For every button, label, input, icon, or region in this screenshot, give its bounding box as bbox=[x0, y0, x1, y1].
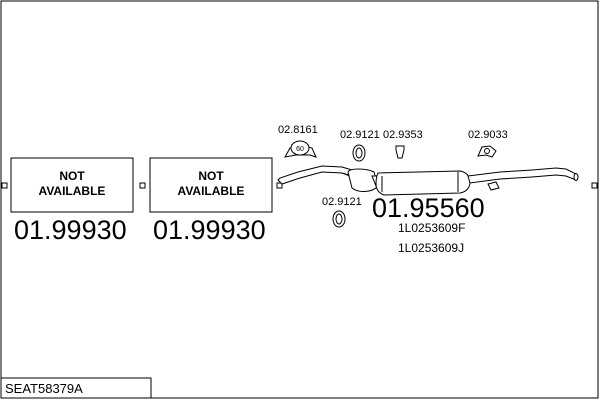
mount-02-9353: 02.9353 bbox=[383, 129, 423, 159]
footer-code: SEAT58379A bbox=[5, 381, 83, 396]
clamp-02-9121-top: 02.9121 bbox=[340, 129, 380, 162]
clamp-02-9121-bottom: 02.9121 bbox=[322, 196, 362, 228]
clamp-top-label: 02.9121 bbox=[340, 129, 380, 141]
box-left-line1: NOT bbox=[59, 169, 85, 183]
box-left-line2: AVAILABLE bbox=[39, 184, 106, 198]
hanger-label: 02.8161 bbox=[278, 124, 318, 136]
clamp-bottom-label: 02.9121 bbox=[322, 196, 362, 208]
hanger-02-9033: 02.9033 bbox=[468, 129, 508, 158]
footer-code-box bbox=[0, 377, 152, 399]
hanger-badge-icon bbox=[290, 140, 310, 156]
rear-hanger-label: 02.9033 bbox=[468, 129, 508, 141]
oem-number-2: 1L0253609J bbox=[398, 241, 464, 255]
exhaust-muffler-assembly bbox=[277, 165, 579, 196]
box-left-not-available: NOT AVAILABLE bbox=[10, 157, 134, 213]
hanger-02-8161: 02.8161 60 bbox=[278, 124, 318, 158]
left-edge-connector-icon bbox=[1, 182, 8, 189]
right-edge-connector-icon bbox=[591, 182, 598, 189]
mid-right-connector-icon bbox=[276, 182, 283, 189]
box-mid-line2: AVAILABLE bbox=[178, 184, 245, 198]
oem-number-1: 1L0253609F bbox=[398, 221, 465, 235]
mount-label: 02.9353 bbox=[383, 129, 423, 141]
box-left-part-number: 01.99930 bbox=[14, 215, 127, 245]
hanger-badge: 60 bbox=[296, 146, 304, 153]
mid-left-connector-icon bbox=[139, 182, 146, 189]
box-mid-line1: NOT bbox=[198, 169, 224, 183]
box-mid-part-number: 01.99930 bbox=[153, 215, 266, 245]
main-part-number: 01.95560 bbox=[372, 193, 485, 223]
mount-icon bbox=[395, 145, 405, 159]
box-mid-not-available: NOT AVAILABLE bbox=[149, 157, 273, 213]
